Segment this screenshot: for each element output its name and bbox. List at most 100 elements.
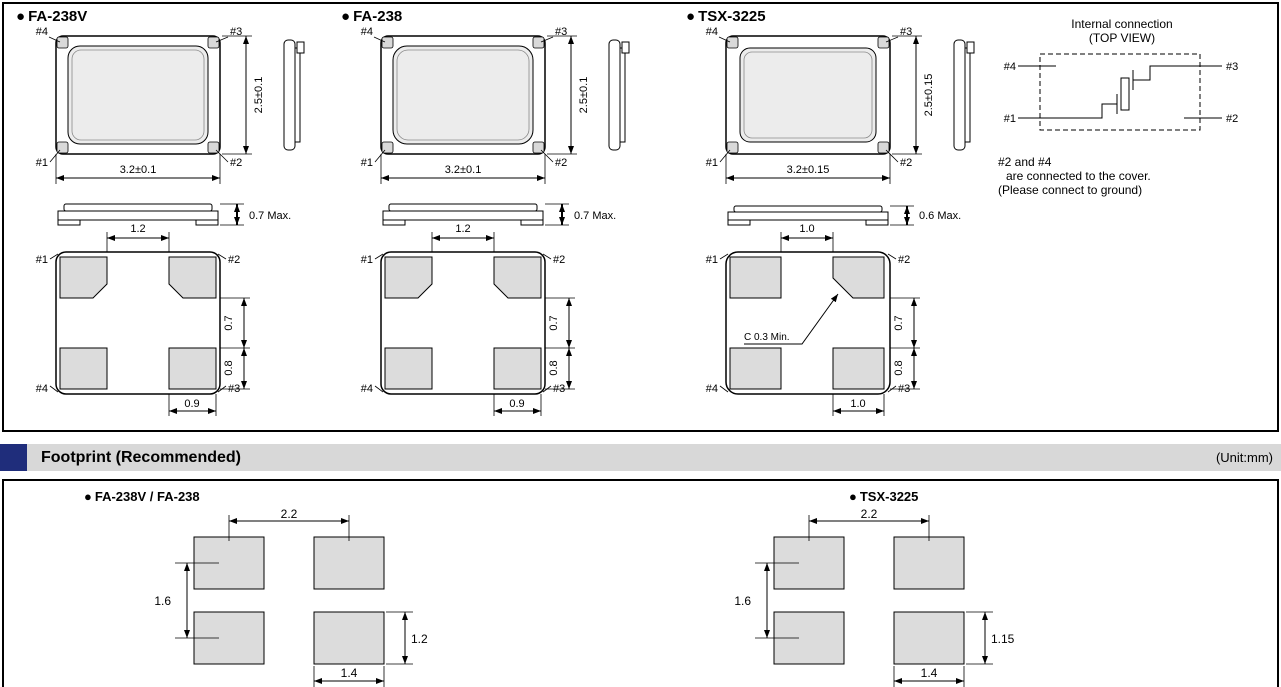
- dim-pitch-x-label: 2.2: [861, 507, 878, 521]
- dim-body-height: 2.5±0.15: [892, 35, 935, 155]
- pin-4-label: #4: [1004, 61, 1016, 73]
- pin-1-label: #1: [36, 254, 48, 266]
- dim-pad-gap-label: 0.7: [893, 315, 905, 330]
- top-view: [725, 35, 891, 155]
- dim-pad-height-label: 0.8: [893, 360, 905, 375]
- dim-pad-height: 1.15: [966, 611, 1015, 665]
- dim-height-label: 2.5±0.1: [578, 77, 590, 114]
- dim-pitch-y-label: 1.6: [734, 594, 751, 608]
- pin-4-label: #4: [36, 383, 48, 395]
- package-title: ●FA-238: [329, 8, 674, 26]
- footprint-drawing-tsx: 2.2 1.6 1.15 1.4: [734, 507, 1015, 687]
- side-view: [953, 39, 975, 151]
- bullet-icon: ●: [686, 8, 696, 25]
- pin-3-label: #3: [555, 26, 567, 38]
- dim-height-label: 2.5±0.15: [923, 74, 935, 117]
- pin-1-label: #1: [36, 157, 48, 169]
- pin-1-label: #1: [1004, 113, 1016, 125]
- footprint-name: TSX-3225: [859, 489, 919, 504]
- dim-thickness-label: 0.7 Max.: [574, 210, 616, 222]
- dim-top-gap-label: 1.2: [455, 223, 470, 235]
- dim-body-width: 3.2±0.1: [55, 154, 221, 184]
- package-title: ●FA-238V: [4, 8, 329, 26]
- cover-note-line2: are connected to the cover.: [1006, 169, 1151, 183]
- fa-238v-drawing: #4 #3 #1 #2 3.2±0.1 2.5±0.1: [36, 26, 305, 416]
- internal-connection-diagram: Internal connection (TOP VIEW) #4 #3 #1 …: [998, 17, 1238, 197]
- dim-pad-height: 1.2: [386, 611, 428, 665]
- pin-2-label: #2: [230, 157, 242, 169]
- internal-connection-subtitle: (TOP VIEW): [1089, 31, 1155, 45]
- pin-3-label: #3: [900, 26, 912, 38]
- unit-label: (Unit:mm): [1215, 450, 1273, 465]
- dim-pitch-x: 2.2: [808, 507, 930, 541]
- package-name: TSX-3225: [698, 8, 766, 25]
- fa-238-drawing: #4 #3 #1 #2 3.2±0.1 2.5±0.1: [361, 26, 630, 416]
- dim-width-label: 3.2±0.15: [787, 164, 830, 176]
- pin-2-label: #2: [900, 157, 912, 169]
- side-profile: 0.7 Max.: [382, 203, 616, 226]
- tsx-3225-drawing: #4 #3 #1 #2 3.2±0.15 2.5±0.: [706, 26, 975, 416]
- footprint-pads: [773, 536, 965, 665]
- bullet-icon: ●: [84, 489, 92, 504]
- pin-4-label: #4: [706, 26, 718, 38]
- pin-4-label: #4: [361, 383, 373, 395]
- dim-height-label: 2.5±0.1: [253, 77, 265, 114]
- top-view: [380, 35, 546, 155]
- footprint-panel: ●FA-238V / FA-238 2.2: [2, 479, 1279, 687]
- pin-3-label: #3: [553, 383, 565, 395]
- footprint-pads: [193, 536, 385, 665]
- footprint-group-tsx: ●TSX-3225 2.2: [644, 481, 1281, 687]
- pin-3-label: #3: [1226, 61, 1238, 73]
- cover-outline: [1039, 53, 1201, 131]
- pin-3-label: #3: [228, 383, 240, 395]
- footprint-group-fa: ●FA-238V / FA-238 2.2: [4, 481, 644, 687]
- dim-top-gap: 1.2: [431, 223, 495, 252]
- package-name: FA-238V: [28, 8, 88, 25]
- dim-pad-vertical: 0.7 0.8: [545, 297, 575, 390]
- side-view: [608, 39, 630, 151]
- dim-pitch-y-label: 1.6: [154, 594, 171, 608]
- dim-pad-height-label: 0.8: [548, 360, 560, 375]
- dim-top-gap-label: 1.2: [130, 223, 145, 235]
- dim-pitch-x: 2.2: [228, 507, 350, 541]
- dim-pitch-x-label: 2.2: [281, 507, 298, 521]
- side-profile: 0.7 Max.: [57, 203, 291, 226]
- package-name: FA-238: [353, 8, 403, 25]
- pin-4-label: #4: [361, 26, 373, 38]
- pin-2-label: #2: [898, 254, 910, 266]
- dim-pad-width-label: 1.4: [921, 666, 938, 680]
- dim-thickness-label: 0.6 Max.: [919, 210, 961, 222]
- pin-1-label: #1: [361, 254, 373, 266]
- dim-top-gap: 1.2: [106, 223, 170, 252]
- dim-pad-width: 1.0: [832, 394, 885, 416]
- bottom-view: [380, 251, 546, 395]
- dim-pad-width-label: 0.9: [184, 398, 199, 410]
- footprint-title: ●TSX-3225: [644, 489, 1281, 507]
- dim-pad-width: 1.4: [893, 666, 965, 687]
- pin-2-label: #2: [555, 157, 567, 169]
- pin-4-label: #4: [36, 26, 48, 38]
- dim-pad-width-label: 1.0: [850, 398, 865, 410]
- pin-4-label: #4: [706, 383, 718, 395]
- dim-body-height: 2.5±0.1: [547, 35, 590, 155]
- pin-2-label: #2: [1226, 113, 1238, 125]
- dim-pad-gap-label: 0.7: [548, 315, 560, 330]
- dim-pitch-y: 1.6: [734, 562, 799, 639]
- dim-pad-vertical: 0.7 0.8: [220, 297, 250, 390]
- footprint-title: ●FA-238V / FA-238: [4, 489, 644, 507]
- package-column-tsx-3225: ●TSX-3225 #4 #3 #1: [674, 4, 992, 430]
- pin-1-label: #1: [361, 157, 373, 169]
- footprint-drawing-fa: 2.2 1.6 1.2 1.4: [154, 507, 428, 687]
- dim-pad-height-label: 1.2: [411, 632, 428, 646]
- package-column-fa-238: ●FA-238 #4 #3 #1: [329, 4, 674, 430]
- pin-3-label: #3: [898, 383, 910, 395]
- crystal-symbol: [1056, 65, 1184, 119]
- dim-pad-width: 0.9: [493, 394, 542, 416]
- dim-pad-width: 1.4: [313, 666, 385, 687]
- pin-1-label: #1: [706, 254, 718, 266]
- pin-2-label: #2: [228, 254, 240, 266]
- cover-note-line1: #2 and #4: [998, 155, 1052, 169]
- footprint-name: FA-238V / FA-238: [94, 489, 200, 504]
- dim-pad-width-label: 1.4: [341, 666, 358, 680]
- dim-top-gap-label: 1.0: [799, 223, 814, 235]
